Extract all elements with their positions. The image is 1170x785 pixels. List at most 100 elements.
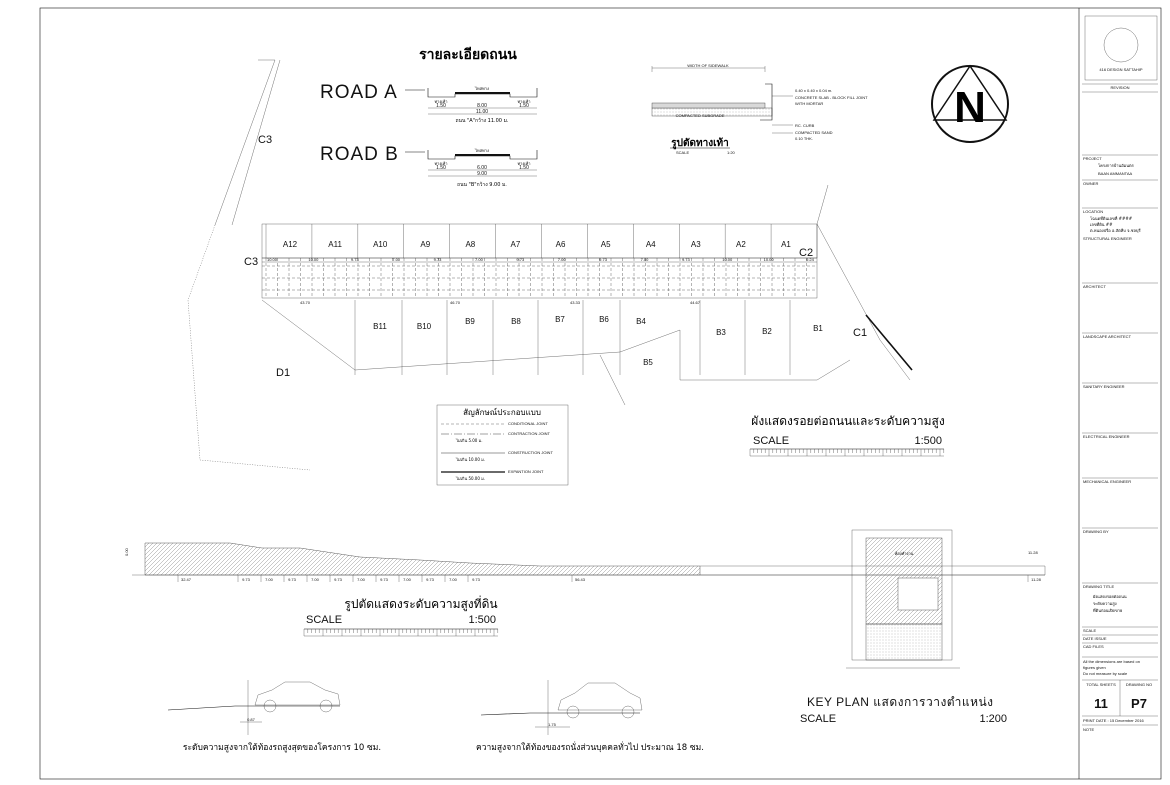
profile-dimension-0: 32.47 (181, 577, 192, 582)
profile-dimension-3: 9.73 (288, 577, 297, 582)
drawing-title-2: ระดับความสูง (1093, 601, 1117, 607)
profile-dimension-8: 7.00 (403, 577, 412, 582)
legend-note-3: ไม่เกิน 10.00 ม. (455, 457, 485, 462)
lot-label-a12: A12 (283, 240, 298, 249)
profile-dimension-9: 9.73 (426, 577, 435, 582)
profile-dimension-11: 9.73 (472, 577, 481, 582)
plan-total-2: 46.70 (450, 300, 461, 305)
car-left-caption: ระดับความสูงจากใต้ท้องรถสูงสุดของโครงการ… (183, 742, 381, 753)
plan-dimension-0: 10.00 (267, 257, 278, 262)
drawing-no-value: P7 (1131, 696, 1147, 711)
road-b-section: ไหล่ทาง ทางเท้า ทางเท้า 1.50 6.00 1.50 9… (427, 148, 538, 188)
north-arrow: N (931, 64, 1009, 143)
legend-item-3: CONSTRUCTION JOINT (508, 450, 553, 455)
plan-dimension-11: 10.00 (722, 257, 733, 262)
lot-label-b2: B2 (762, 327, 772, 336)
total-sheets-label: TOTAL SHEETS (1086, 682, 1116, 687)
lot-label-a10: A10 (373, 240, 388, 249)
firm-logo (1084, 15, 1158, 81)
car-right-dim: 1.75 (548, 722, 557, 727)
road-a-width-left: 1.50 (436, 103, 446, 109)
road-b-sidewalk-right: ทางเท้า (517, 161, 530, 166)
plan-scale-label: SCALE (753, 435, 789, 447)
drawing-no-label: DRAWING NO (1126, 682, 1152, 687)
lot-label-b7: B7 (555, 315, 565, 324)
landscape-label: LANDSCAPE ARCHITECT (1083, 334, 1132, 339)
road-a-sidewalk-left: ทางเท้า (434, 99, 447, 104)
plan-dimension-6: 9.73 (516, 257, 525, 262)
plan-dimension-3: 7.00 (392, 257, 401, 262)
road-a-lane: ไหล่ทาง (474, 86, 489, 91)
lot-label-a7: A7 (511, 240, 521, 249)
profile-dimension-12: 56.43 (575, 577, 586, 582)
legend-item-1: CONDITIONAL JOINT (508, 421, 548, 426)
disclaimer-2: figures given (1083, 665, 1106, 670)
lot-label-a9: A9 (420, 240, 430, 249)
road-b-width-mid: 6.00 (477, 165, 487, 171)
lot-label-a6: A6 (556, 240, 566, 249)
lot-c2: C2 (799, 247, 813, 259)
road-a-width-right: 1.50 (519, 103, 529, 109)
lot-label-b6: B6 (599, 315, 609, 324)
lot-label-b8: B8 (511, 317, 521, 326)
plan-dimension-12: 10.00 (764, 257, 775, 262)
key-plan-scale-value: 1:200 (979, 713, 1007, 725)
sidewalk-header: WIDTH OF SIDEWALK (687, 63, 729, 68)
road-a-label: ROAD A (320, 82, 398, 103)
lot-label-a8: A8 (465, 240, 475, 249)
revision-label: REVISION (1110, 85, 1129, 90)
firm-logo-text: 416 DESIGN SATTAHIP (1099, 67, 1143, 72)
plan-scale-value: 1:500 (914, 435, 942, 447)
profile-dimension-6: 7.00 (357, 577, 366, 582)
sidewalk-scale-label: SCALE (676, 150, 689, 155)
profile-dimension-5: 9.73 (334, 577, 343, 582)
road-a-width-mid: 8.00 (477, 103, 487, 109)
title-block: 416 DESIGN SATTAHIP REVISION PROJECT โคร… (1082, 15, 1158, 732)
profile-title: รูปตัดแสดงระดับความสูงที่ดิน (344, 595, 497, 612)
road-a-width-total: 11.00 (476, 109, 488, 115)
sidewalk-scale-value: 1:20 (727, 150, 736, 155)
lot-label-a11: A11 (328, 240, 342, 249)
location-label: LOCATION (1083, 209, 1103, 214)
plan-total-3: 43.33 (570, 300, 581, 305)
lot-c1: C1 (853, 327, 867, 339)
sidewalk-note-2: CONCRETE SLAB - BLOCK FILL JOINT (795, 95, 868, 100)
plan-dimension-8: 9.73 (599, 257, 608, 262)
cad-files-label: CAD FILES (1083, 644, 1104, 649)
note-label: NOTE (1083, 727, 1094, 732)
profile-scale-value: 1:500 (468, 614, 496, 626)
drawing-by-label: DRAWING BY (1083, 529, 1109, 534)
lot-label-b1: B1 (813, 324, 823, 333)
legend-note-4: ไม่เกิน 50.00 ม. (455, 476, 485, 481)
lot-label-a1: A1 (781, 240, 791, 249)
car-left-dim: 0.87 (247, 717, 256, 722)
profile-dimension-1: 9.73 (242, 577, 251, 582)
mechanical-label: MECHANICAL ENGINEER (1083, 479, 1131, 484)
road-b-label: ROAD B (320, 144, 399, 165)
road-b-width-total: 9.00 (477, 171, 487, 177)
sidewalk-section: WIDTH OF SIDEWALK COMPACTED SUBGRADE 0.4… (651, 63, 868, 155)
sidewalk-curb (760, 83, 773, 121)
profile-dimension-7: 9.73 (380, 577, 389, 582)
key-plan-title: KEY PLAN แสดงการวางตำแหน่ง (807, 695, 994, 709)
print-date: PRINT DATE : 15 December 2016 (1083, 718, 1145, 723)
total-sheets-value: 11 (1094, 696, 1108, 711)
car-clearance-left: 0.87 ระดับความสูงจากใต้ท้องรถสูงสุดของโค… (167, 680, 381, 753)
profile-dimension-10: 7.00 (449, 577, 458, 582)
plan-title: ผังแสดงรอยต่อถนนและระดับความสูง (751, 414, 944, 429)
disclaimer-1: All the dimensions are based on (1083, 659, 1140, 664)
sidewalk-note-3: WITH MORTAR (795, 101, 823, 106)
profile-dimension-2: 7.00 (265, 577, 274, 582)
plan-dimension-5: 7.00 (475, 257, 484, 262)
sidewalk-slab (651, 102, 766, 109)
project-name-th: โครงการบ้านอัมนตร (1098, 163, 1135, 168)
key-plan-scale-label: SCALE (800, 713, 836, 725)
plan-total-4: 44.67 (690, 300, 701, 305)
lot-c3-upper: C3 (258, 134, 272, 146)
sidewalk-note-4: RC. CURB (795, 123, 815, 128)
drawing-title-label: DRAWING TITLE (1083, 584, 1114, 589)
sidewalk-note-1: 0.40 x 0.40 x 0.04 m. (795, 88, 832, 93)
plan-dimension-2: 9.73 (351, 257, 360, 262)
